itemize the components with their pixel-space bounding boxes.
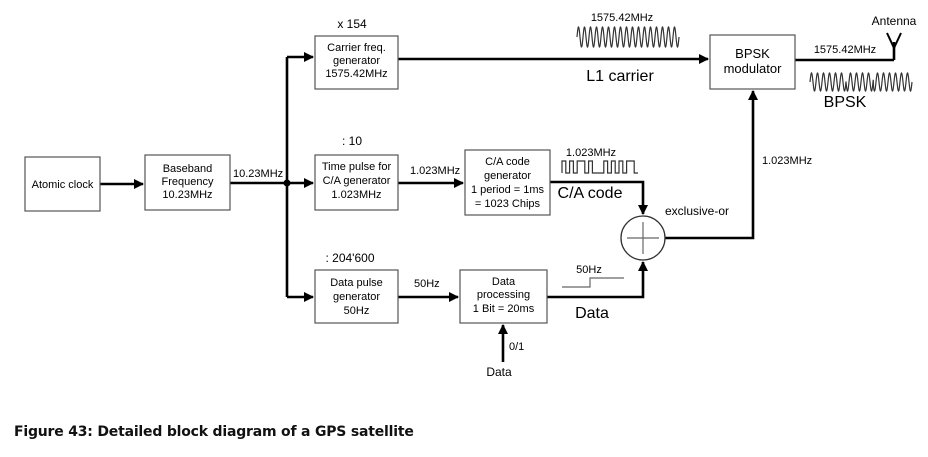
- antenna-icon: [886, 32, 902, 60]
- block-label: Frequency: [162, 176, 214, 188]
- block-label: generator: [333, 55, 380, 67]
- data-step-waveform: [562, 277, 624, 288]
- block-label: Atomic clock: [32, 179, 94, 191]
- block-label: 1 period = 1ms: [471, 184, 545, 196]
- multiplier-label: x 154: [337, 17, 367, 31]
- block-time-pulse: Time pulse for C/A generator 1.023MHz: [314, 154, 399, 211]
- frequency-label: 1.023MHz: [566, 147, 616, 159]
- carrier-waveform: [576, 25, 680, 49]
- ca-code-waveform: [561, 160, 638, 174]
- block-label: C/A code: [485, 156, 530, 168]
- bpsk-waveform: [809, 72, 913, 92]
- frequency-label: 10.23MHz: [233, 168, 283, 180]
- block-data-processing: Data processing 1 Bit = 20ms: [459, 269, 548, 324]
- xor-label: exclusive-or: [665, 204, 729, 218]
- wire-ca-to-xor: [550, 180, 648, 215]
- block-label: C/A generator: [323, 175, 391, 187]
- block-ca-code-generator: C/A code generator 1 period = 1ms = 1023…: [464, 149, 551, 216]
- block-label: generator: [333, 291, 380, 303]
- frequency-label: 50Hz: [576, 264, 602, 276]
- signal-label: BPSK: [824, 94, 867, 111]
- block-atomic-clock: Atomic clock: [24, 156, 101, 212]
- frequency-label: 1.023MHz: [762, 155, 812, 167]
- block-label: Data: [492, 276, 516, 288]
- xor-symbol: [620, 215, 666, 261]
- block-carrier-generator: Carrier freq. generator 1575.42MHz: [314, 35, 399, 90]
- frequency-label: 50Hz: [414, 278, 440, 290]
- antenna-label: Antenna: [872, 14, 917, 28]
- frequency-label: 1575.42MHz: [591, 12, 653, 24]
- block-label: 10.23MHz: [162, 189, 212, 201]
- block-label: BPSK: [735, 46, 770, 61]
- block-label: Carrier freq.: [327, 42, 386, 54]
- block-label: 1 Bit = 20ms: [473, 303, 535, 315]
- block-label: processing: [477, 289, 530, 301]
- block-label: 50Hz: [344, 305, 370, 317]
- block-bpsk-modulator: BPSK modulator: [709, 34, 796, 90]
- input-value-label: 0/1: [509, 341, 524, 353]
- block-label: generator: [484, 170, 531, 182]
- block-baseband: Baseband Frequency 10.23MHz: [144, 154, 231, 211]
- block-label: Data pulse: [330, 277, 383, 289]
- block-label: 1.023MHz: [331, 189, 381, 201]
- frequency-label: 1575.42MHz: [814, 44, 876, 56]
- signal-label: L1 carrier: [586, 68, 654, 85]
- block-label: Time pulse for: [322, 161, 392, 173]
- signal-label: C/A code: [558, 185, 623, 202]
- wire-data-to-xor: [547, 261, 648, 299]
- divider-label: : 204'600: [325, 251, 374, 265]
- block-data-pulse: Data pulse generator 50Hz: [314, 269, 399, 324]
- divider-label: : 10: [342, 134, 362, 148]
- figure-caption: Figure 43: Detailed block diagram of a G…: [14, 424, 414, 440]
- frequency-label: 1.023MHz: [410, 165, 460, 177]
- wire-xor-to-bpsk: [665, 90, 758, 240]
- block-label: Baseband: [163, 163, 213, 175]
- block-label: modulator: [724, 61, 782, 76]
- input-label: Data: [486, 365, 512, 379]
- block-label: = 1023 Chips: [475, 198, 541, 210]
- block-label: 1575.42MHz: [325, 68, 387, 80]
- signal-label: Data: [575, 305, 609, 322]
